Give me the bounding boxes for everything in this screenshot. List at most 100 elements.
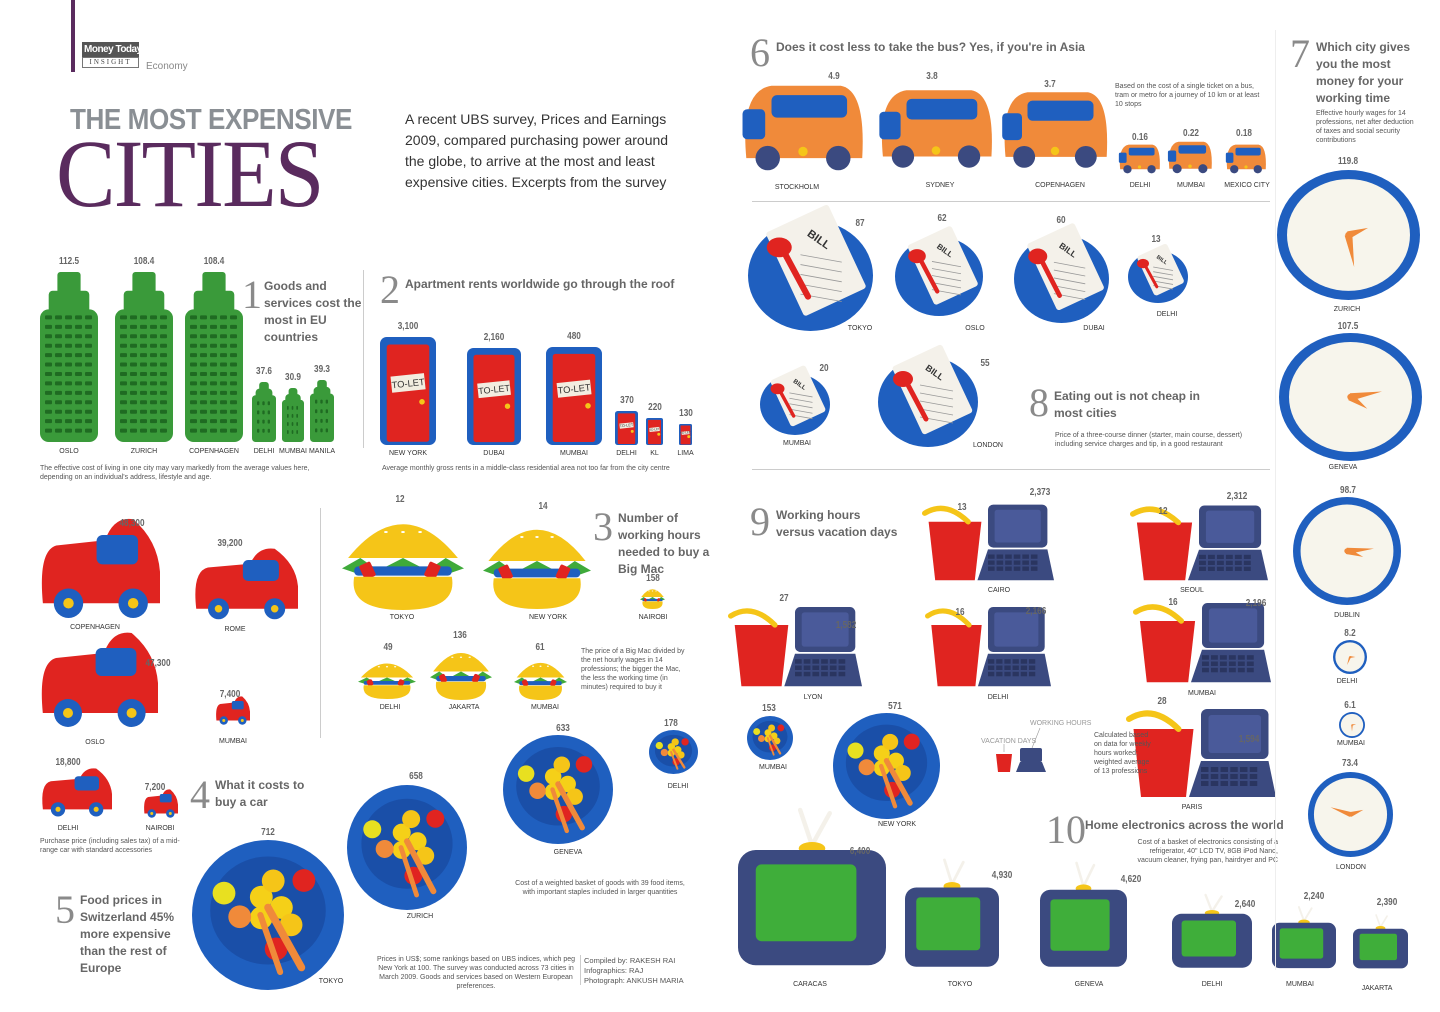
clock-5 [1308,772,1393,857]
building-value-3: 37.6 [256,366,272,377]
door-value-4: 220 [647,402,662,413]
door-city-1: DUBAI [483,450,505,457]
work-days-2: 27 [779,593,789,604]
divider-s7 [1275,30,1276,970]
s9-number: 9 [750,499,770,544]
clock-city-4: MUMBAI [1337,740,1365,747]
s10-note: Cost of a basket of electronics consisti… [1137,839,1278,864]
door-value-2: 480 [567,331,581,342]
bowl-city-2: GENEVA [553,849,583,856]
building-value-2: 108.4 [203,256,225,267]
s9-note: Calculated based on data for weekly hour… [1094,732,1151,775]
svg-text:TO-LET: TO-LET [680,430,691,435]
s9-title: Working hours versus vacation days [776,508,898,539]
tv-value-0: 6,400 [849,846,871,857]
car-city-5: NAIROBI [145,825,175,832]
building-value-0: 112.5 [58,256,80,267]
work-hours-1: 2,312 [1226,491,1248,502]
building-city-0: OSLO [59,448,79,455]
door-value-0: 3,100 [397,321,419,332]
work-art-3 [925,607,1051,687]
burger-city-3: DELHI [379,704,401,711]
s8-number: 8 [1029,380,1049,425]
work-city-5: PARIS [1181,804,1203,811]
plate-0: BILL [748,204,873,331]
work-days-0: 13 [957,502,967,513]
title-line1: THE MOST EXPENSIVE [70,104,352,136]
car-value-0: 48,300 [119,518,145,529]
building-value-4: 30.9 [285,372,301,383]
tv-city-1: TOKYO [947,981,973,988]
bus-value-5: 0.18 [1236,128,1252,139]
credit-photograph: Photograph: ANKUSH MARIA [584,976,684,985]
bus-value-2: 3.7 [1044,79,1056,90]
s6-title: Does it cost less to take the bus? Yes, … [776,40,1085,54]
clock-value-5: 73.4 [1342,758,1358,769]
building-3 [252,382,276,442]
car-value-3: 7,400 [219,689,241,700]
car-5 [144,789,178,818]
building-city-1: ZURICH [130,448,158,455]
tv-0 [738,807,886,966]
burger-value-5: 61 [535,642,545,653]
building-city-5: MANILA [308,448,336,455]
bowl-value-2: 633 [556,723,570,734]
bus-value-1: 3.8 [926,71,938,82]
bus-5 [1225,144,1266,174]
credit-compiled: Compiled by: RAKESH RAI [584,956,676,965]
s9-legend-work: WORKING HOURS [1030,720,1092,727]
plate-city-1: OSLO [965,325,985,332]
door-city-2: MUMBAI [560,450,588,457]
s5-note: Cost of a weighted basket of goods with … [515,880,685,896]
burger-value-4: 136 [453,630,467,641]
bowl-b-city-1: NEW YORK [878,821,916,828]
s5-title: Food prices in Switzerland 45% more expe… [80,893,175,975]
s4-title: What it costs to buy a car [215,778,305,809]
work-city-2: LYON [803,694,823,701]
s1-number: 1 [242,272,262,317]
car-city-3: MUMBAI [219,738,247,745]
work-city-3: DELHI [987,694,1009,701]
bowl-b-value-1: 571 [888,701,902,712]
bus-1 [879,90,992,168]
s5-number: 5 [55,887,75,932]
car-value-2: 47,300 [145,658,171,669]
burger-value-2: 158 [646,573,660,584]
building-city-3: DELHI [253,448,275,455]
work-art-2 [728,607,862,687]
s2-number: 2 [380,267,400,312]
work-hours-3: 2,166 [1025,606,1047,617]
tv-3 [1172,893,1252,968]
clock-value-3: 8.2 [1344,628,1356,639]
car-value-4: 18,800 [55,757,81,768]
bus-4 [1167,141,1212,174]
bus-3 [1118,144,1160,174]
s4-note: Purchase price (including sales tax) of … [40,838,180,854]
divider-s6-s8 [752,201,1270,202]
bus-city-5: MEXICO CITY [1224,182,1270,189]
s7-note: Effective hourly wages for 14 profession… [1316,110,1414,144]
plate-city-5: LONDON [973,442,1003,449]
bus-value-4: 0.22 [1183,128,1199,139]
plate-city-2: DUBAI [1083,325,1105,332]
door-0: TO-LET [380,337,436,445]
burger-city-5: MUMBAI [531,704,559,711]
work-days-4: 16 [1168,597,1178,608]
bowl-value-0: 712 [261,827,275,838]
tv-value-2: 4,620 [1120,874,1142,885]
work-city-0: CAIRO [987,587,1011,594]
bus-city-0: STOCKHOLM [774,184,820,191]
door-3: TO-LET [615,411,638,445]
divider-s4-s3 [320,508,321,738]
bus-value-0: 4.9 [828,71,840,82]
bus-0 [742,85,863,171]
door-value-1: 2,160 [483,332,505,343]
burger-5 [514,659,567,700]
car-3 [216,696,250,725]
door-5: TO-LET [679,424,692,445]
car-city-4: DELHI [57,825,79,832]
burger-value-3: 49 [383,642,393,653]
divider-s8-s9 [752,469,1270,470]
tv-value-3: 2,640 [1234,899,1256,910]
plate-4: BILL [760,365,830,435]
